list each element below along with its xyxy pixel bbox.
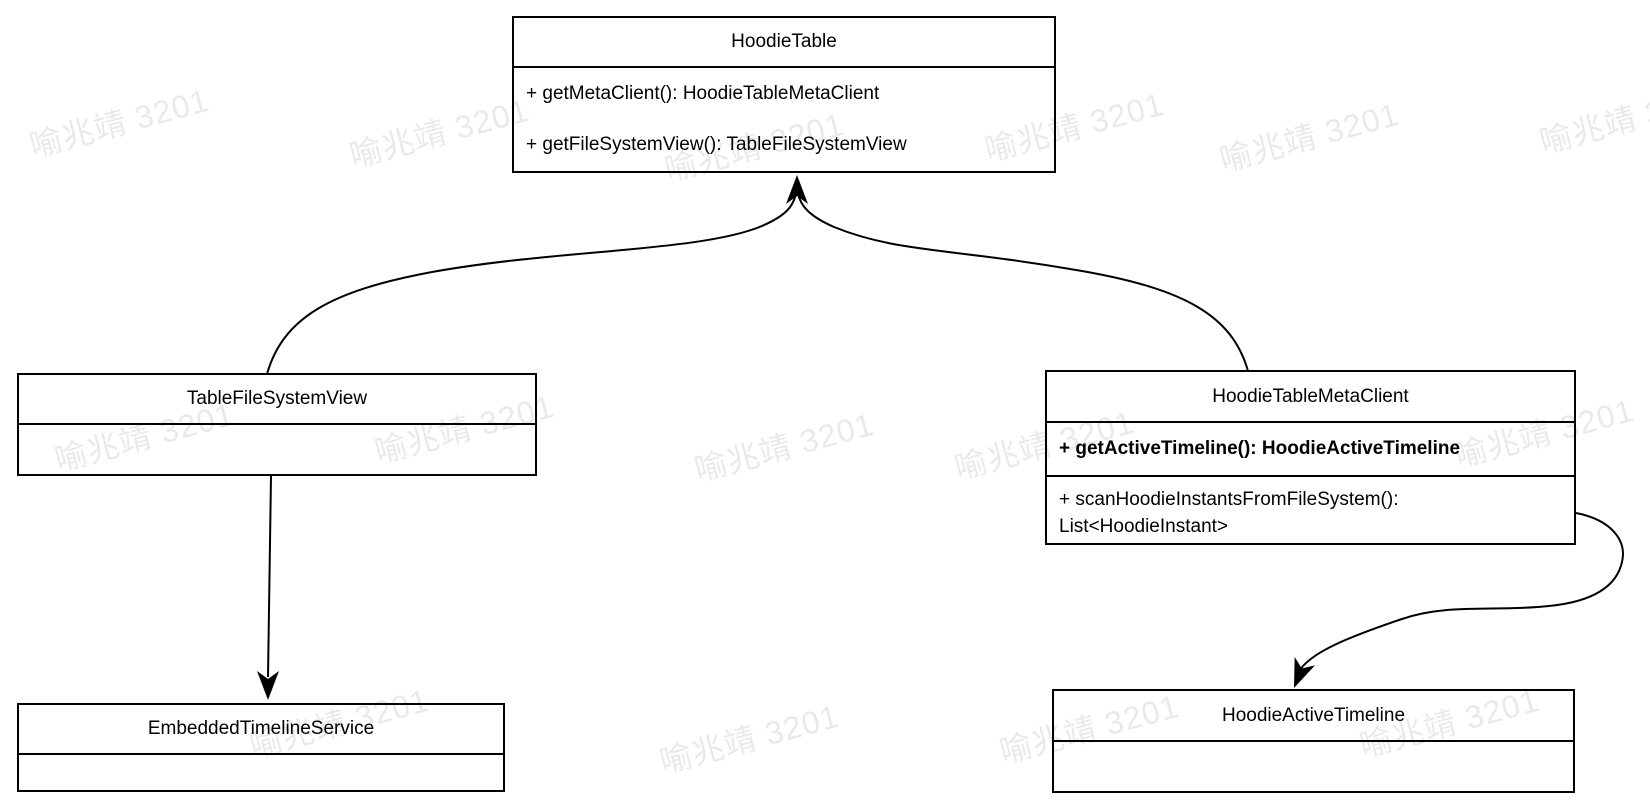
down-arrowhead-icon (257, 671, 279, 700)
class-title: TableFileSystemView (19, 375, 535, 425)
method-get-file-system-view: + getFileSystemView(): TableFileSystemVi… (526, 134, 907, 156)
association-arrow-tablefilesystemview-to-embeddedtimelineservice (257, 475, 279, 700)
down-arrowhead-icon (1294, 656, 1316, 688)
inheritance-arrow-metaclient-to-hoodietable (786, 175, 1249, 372)
class-box-hoodie-table: HoodieTable + getMetaClient(): HoodieTab… (512, 16, 1056, 173)
class-title: HoodieActiveTimeline (1054, 691, 1573, 742)
class-box-embedded-timeline-service: EmbeddedTimelineService (17, 703, 505, 792)
method-scan-hoodie-instants: + scanHoodieInstantsFromFileSystem(): Li… (1059, 489, 1399, 537)
inheritance-arrow-tablefilesystemview-to-hoodietable (266, 193, 797, 375)
class-box-table-file-system-view: TableFileSystemView (17, 373, 537, 476)
empty-compartment (1054, 742, 1573, 791)
class-title: HoodieTableMetaClient (1047, 372, 1574, 423)
method-get-active-timeline: + getActiveTimeline(): HoodieActiveTimel… (1047, 423, 1574, 477)
class-title: HoodieTable (514, 18, 1054, 68)
class-title: EmbeddedTimelineService (19, 705, 503, 755)
empty-compartment (19, 425, 535, 474)
class-box-hoodie-table-meta-client: HoodieTableMetaClient + getActiveTimelin… (1045, 370, 1576, 545)
empty-compartment (19, 755, 503, 790)
class-box-hoodie-active-timeline: HoodieActiveTimeline (1052, 689, 1575, 793)
class-methods: + getMetaClient(): HoodieTableMetaClient… (514, 68, 1054, 171)
up-arrowhead-icon (786, 175, 808, 204)
association-arrow-metaclient-to-hoodieactivetimeline (1294, 512, 1624, 688)
method-get-meta-client: + getMetaClient(): HoodieTableMetaClient (526, 82, 880, 104)
